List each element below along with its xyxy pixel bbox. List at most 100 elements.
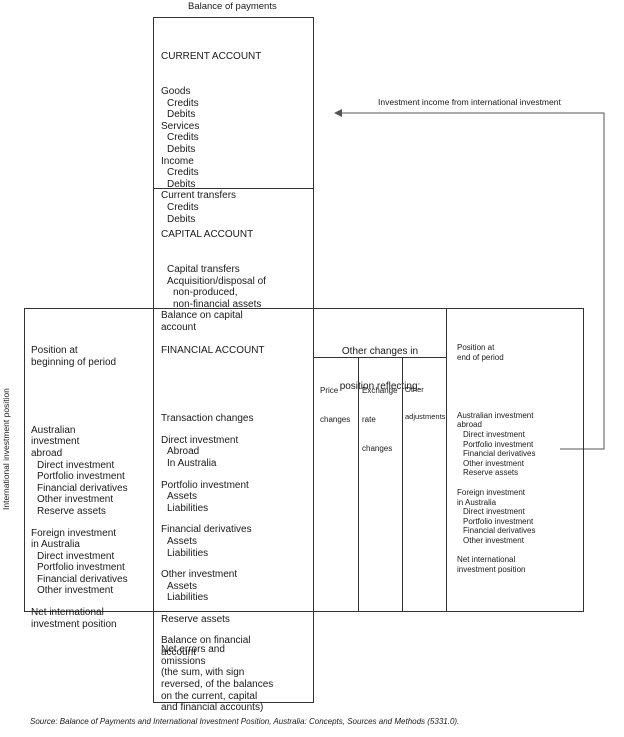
current-account-item: Debits — [167, 213, 196, 225]
current-account-item: Credits — [167, 132, 199, 144]
position-begin-item: investment — [31, 436, 80, 448]
position-begin-heading-line: Position at — [31, 345, 78, 357]
financial-account-item: Balance on financial — [161, 635, 251, 647]
financial-account-item: Financial derivatives — [161, 524, 252, 536]
exchange-rate-col: Exchange rate changes — [362, 367, 398, 473]
financial-account-item: Assets — [167, 535, 198, 547]
net-errors-line: omissions — [161, 655, 206, 667]
position-begin-item: Other investment — [37, 494, 114, 506]
price-changes-col: Price changes — [320, 367, 350, 444]
price-changes-line-2: changes — [320, 414, 351, 424]
price-changes-line-1: Price — [320, 386, 339, 396]
position-end-heading-line: end of period — [457, 352, 504, 362]
capital-account-item: account — [161, 321, 197, 333]
position-end-item: Direct investment — [463, 507, 525, 517]
diagram-title: Balance of payments — [188, 1, 277, 12]
exchange-rate-line-1: Exchange — [362, 386, 398, 396]
position-end-item: Australian investment — [457, 410, 534, 420]
position-end-item: in Australia — [457, 497, 497, 507]
financial-account-item: In Australia — [167, 457, 217, 469]
financial-account-item: Transaction changes — [161, 413, 254, 425]
position-end-item: Direct investment — [463, 429, 525, 439]
position-begin-item: Net international — [31, 607, 104, 619]
position-begin-item: Portfolio investment — [37, 471, 125, 483]
other-adjustments-col: Other adjustments — [405, 367, 445, 439]
net-errors-line: reversed, of the balances — [161, 678, 274, 690]
position-begin-item: Reserve assets — [37, 505, 106, 517]
col-divider-1 — [358, 357, 359, 611]
position-begin-item: Direct investment — [37, 459, 115, 471]
position-end-item: Net international — [457, 555, 516, 565]
current-account-item: Goods — [161, 85, 191, 97]
other-adjustments-line-2: adjustments — [405, 412, 446, 421]
side-label: International investment position — [1, 388, 11, 510]
current-account-item: Credits — [167, 167, 199, 179]
other-changes-heading-line-2: position reflecting: — [339, 380, 421, 392]
current-account-item: Debits — [167, 109, 196, 121]
position-end-item: abroad — [457, 420, 482, 430]
position-begin-item: Australian — [31, 424, 76, 436]
position-end-item: Other investment — [463, 535, 524, 545]
financial-account-item: Liabilities — [167, 502, 209, 514]
position-begin-item: abroad — [31, 447, 63, 459]
position-end-item: investment position — [457, 565, 526, 575]
financial-account-item: Assets — [167, 491, 198, 503]
position-end-item: Portfolio investment — [463, 439, 534, 449]
position-end-heading-line: Position at — [457, 343, 495, 353]
capital-account-item: non-produced, — [173, 287, 238, 299]
other-changes-heading: Other changes in position reflecting: — [314, 323, 446, 416]
current-account-heading: CURRENT ACCOUNT — [161, 51, 262, 63]
other-changes-heading-line-1: Other changes in — [341, 346, 419, 358]
position-begin-item: Other investment — [37, 585, 114, 597]
current-account-item: Current transfers — [161, 190, 237, 202]
financial-account-heading: FINANCIAL ACCOUNT — [161, 345, 265, 357]
financial-account-item: Liabilities — [167, 592, 209, 604]
source-note: Source: Balance of Payments and Internat… — [30, 717, 460, 726]
current-account-item: Debits — [167, 178, 196, 190]
position-end-item: Portfolio investment — [463, 516, 534, 526]
financial-account-item: Assets — [167, 580, 198, 592]
capital-account-item: Balance on capital — [161, 310, 243, 322]
investment-income-label: Investment income from international inv… — [378, 97, 561, 107]
financial-account-item: Abroad — [167, 446, 200, 458]
position-end-item: Foreign investment — [457, 487, 526, 497]
position-begin-item: Direct investment — [37, 550, 115, 562]
other-changes-header-rule — [314, 357, 446, 358]
financial-account-item: account — [161, 647, 197, 659]
position-end-item: Financial derivatives — [463, 526, 536, 536]
current-account-item: Services — [161, 120, 200, 132]
financial-account-item: Portfolio investment — [161, 479, 249, 491]
position-begin-item: Financial derivatives — [37, 482, 128, 494]
financial-account-item: Liabilities — [167, 547, 209, 559]
position-begin-item: investment position — [31, 618, 117, 630]
net-errors-line: and financial accounts) — [161, 702, 264, 714]
col-divider-2 — [402, 357, 403, 611]
net-errors-line: on the current, capital — [161, 690, 258, 702]
capital-account-heading: CAPITAL ACCOUNT — [161, 229, 254, 241]
position-begin-item: Financial derivatives — [37, 573, 128, 585]
capital-account-item: non-financial assets — [173, 298, 262, 310]
position-end-item: Financial derivatives — [463, 449, 536, 459]
capital-account-item: Capital transfers — [167, 263, 240, 275]
other-adjustments-line-1: Other — [405, 385, 424, 394]
position-end-item: Other investment — [463, 458, 524, 468]
financial-account-item: Reserve assets — [161, 613, 230, 625]
financial-account-item: Direct investment — [161, 434, 239, 446]
financial-account-item: Other investment — [161, 569, 238, 581]
